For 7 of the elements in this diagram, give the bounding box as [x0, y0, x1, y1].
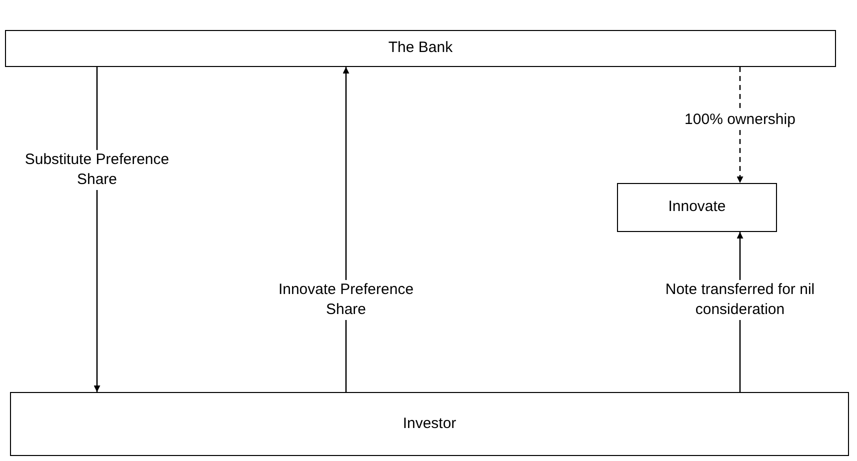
entity-box — [617, 183, 777, 232]
box-label: Investor — [402, 414, 456, 434]
entity-box — [5, 30, 836, 67]
edge-label: 100% ownership — [682, 110, 798, 130]
box-label: Innovate — [668, 197, 726, 218]
entity-box — [10, 392, 849, 456]
box-label: The Bank — [388, 38, 453, 58]
